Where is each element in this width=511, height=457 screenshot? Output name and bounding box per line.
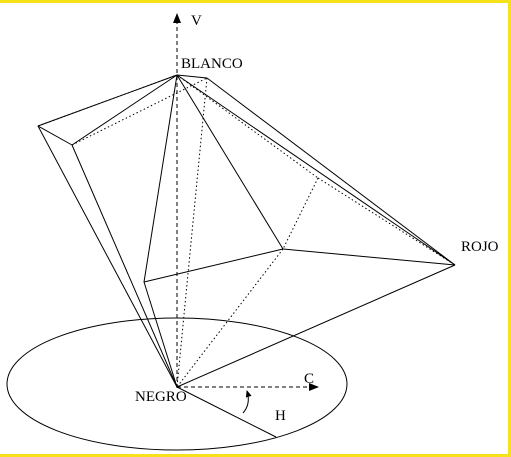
label-c-axis: C — [304, 371, 314, 387]
hue-radius — [176, 386, 277, 438]
label-negro: NEGRO — [135, 389, 187, 405]
frame-border-top — [0, 0, 511, 3]
frame-border-right — [508, 0, 511, 457]
label-h-axis: H — [275, 408, 286, 424]
hidden-edges — [37, 74, 456, 388]
label-rojo: ROJO — [461, 239, 499, 255]
frame-border-bottom — [0, 454, 511, 457]
solid-edges — [37, 74, 456, 388]
hue-arc-arrow — [242, 390, 252, 414]
label-blanco: BLANCO — [181, 56, 243, 72]
label-v-axis: V — [191, 13, 202, 29]
